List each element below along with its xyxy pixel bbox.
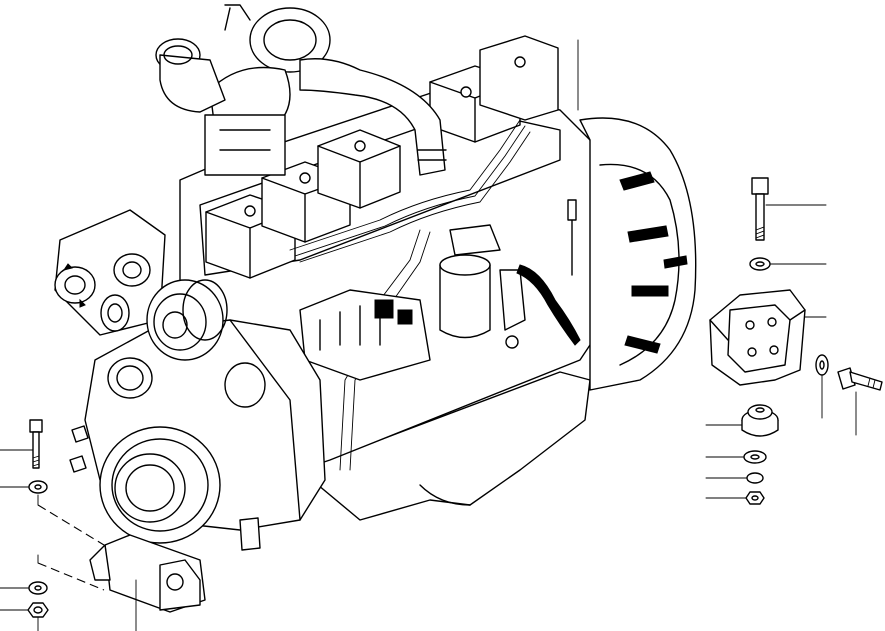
oil-pan <box>299 371 591 521</box>
front-washer <box>28 480 48 494</box>
front-bolt <box>29 419 43 469</box>
front-mount-bracket <box>69 425 261 613</box>
washer-lower <box>743 450 767 464</box>
left-mount-parts <box>0 419 137 631</box>
assembly-line-upper <box>37 504 105 546</box>
lower-washer <box>28 581 48 595</box>
idler-pulley <box>113 253 151 287</box>
assembly-line-lower <box>37 562 105 591</box>
mount-bolt-vertical <box>751 177 769 241</box>
washer-upper <box>749 257 771 271</box>
hex-nut <box>745 491 765 505</box>
side-washer <box>815 354 829 376</box>
turbocharger <box>155 4 331 176</box>
rocker-covers <box>205 35 559 279</box>
housing-ribs <box>619 171 688 354</box>
alternator <box>54 209 166 336</box>
rubber-cushion <box>741 404 779 437</box>
breather-hose <box>516 264 581 346</box>
intake-pipe <box>299 58 446 176</box>
crankshaft-pulley <box>99 426 221 544</box>
dipstick <box>567 199 577 276</box>
water-pump-pulley <box>107 357 153 399</box>
lock-washer <box>746 472 764 484</box>
fan-pulley <box>146 279 228 361</box>
engine-assembly <box>54 4 697 613</box>
tensioner-pulley <box>100 294 130 332</box>
front-cover-port <box>224 362 266 408</box>
mount-bolt-horizontal <box>837 367 883 391</box>
fuel-filter <box>439 224 526 349</box>
right-mount-parts <box>705 177 883 505</box>
engine-mount-bracket <box>709 289 806 386</box>
lower-nut <box>27 602 49 618</box>
injection-pump <box>299 289 431 381</box>
